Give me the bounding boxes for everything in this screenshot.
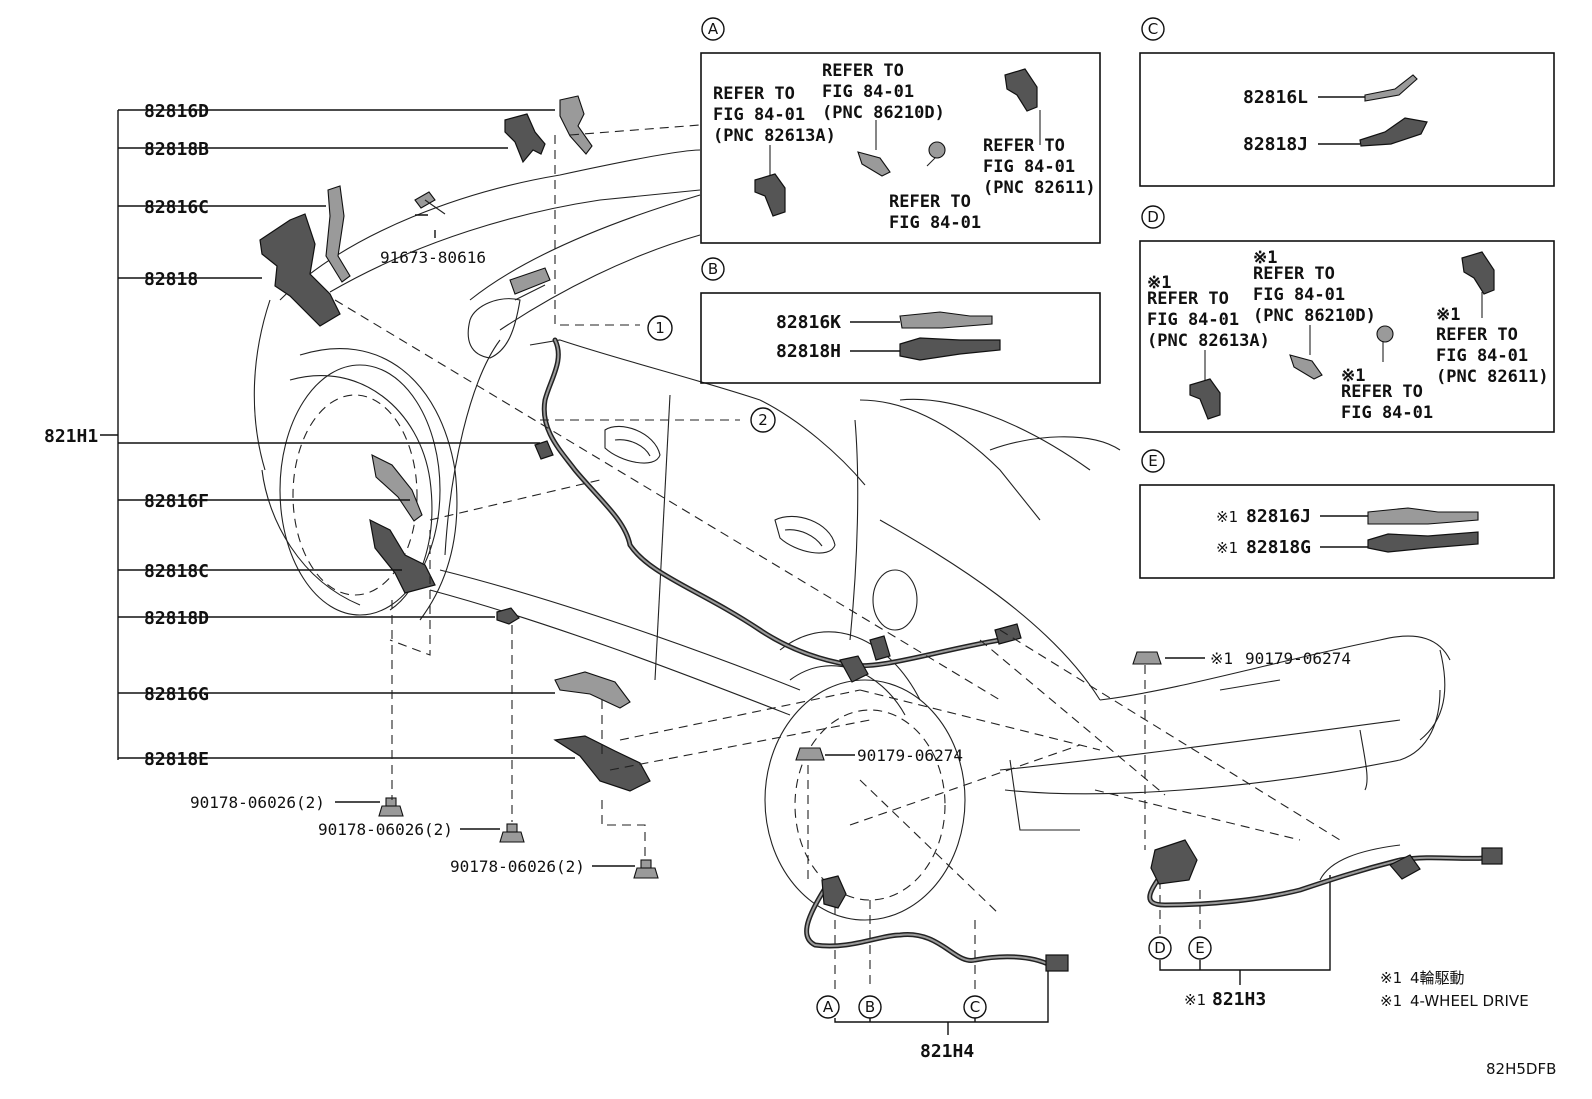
harness-821H3 [1147,839,1503,908]
svg-text:FIG 84-01: FIG 84-01 [822,82,914,102]
svg-text:FIG 84-01: FIG 84-01 [1147,310,1239,330]
svg-text:A: A [823,998,834,1016]
harness-labels: A B C 821H4 D E ※1 821H3 [816,936,1266,1062]
svg-text:※1: ※1 [1380,969,1402,987]
svg-text:FIG 84-01: FIG 84-01 [713,105,805,125]
svg-text:※1: ※1 [1253,248,1277,268]
svg-text:82816L: 82816L [1243,87,1308,108]
label-82816C: 82816C [144,197,209,218]
bolt-label: 91673-80616 [380,248,486,267]
svg-text:REFER TO: REFER TO [1436,325,1518,345]
svg-text:B: B [708,260,718,278]
panel-b: B 82816K 82818H [700,257,1101,384]
label-82816D: 82816D [144,101,209,122]
svg-text:REFER TO: REFER TO [1341,382,1423,402]
nut-rear-mark: ※1 [1210,649,1233,668]
callout-1: 1 [647,315,673,341]
svg-text:A: A [708,20,719,38]
svg-text:REFER TO: REFER TO [889,192,971,212]
svg-text:4輪駆動: 4輪駆動 [1410,969,1465,987]
svg-text:(PNC 82611): (PNC 82611) [1436,367,1549,387]
label-82818: 82818 [144,269,198,290]
svg-text:821H4: 821H4 [920,1041,974,1062]
label-82818D: 82818D [144,608,209,629]
svg-text:D: D [1154,939,1166,957]
svg-text:FIG 84-01: FIG 84-01 [983,157,1075,177]
svg-text:※1: ※1 [1380,992,1402,1010]
panel-a: A REFER TO FIG 84-01 (PNC 82613A) REFER … [700,17,1101,244]
nut-rear-label: 90179-06274 [1245,649,1351,668]
label-82816G: 82816G [144,684,209,705]
svg-text:(PNC 86210D): (PNC 86210D) [1253,306,1376,326]
label-82818C: 82818C [144,561,209,582]
svg-text:(PNC 82613A): (PNC 82613A) [1147,331,1270,351]
svg-text:FIG 84-01: FIG 84-01 [1341,403,1433,423]
callout-2: 2 [750,407,776,433]
left-labels: 82816D 82818B 82816C 82818 821H1 82816F … [44,101,1351,876]
svg-text:82818G: 82818G [1246,537,1311,558]
svg-text:REFER TO: REFER TO [713,84,795,104]
svg-text:C: C [1148,20,1158,38]
svg-text:1: 1 [655,319,665,337]
svg-text:※1: ※1 [1341,366,1365,386]
svg-text:821H3: 821H3 [1212,989,1266,1010]
svg-text:B: B [865,998,875,1016]
svg-text:REFER TO: REFER TO [1147,289,1229,309]
svg-text:E: E [1195,939,1204,957]
svg-text:※1: ※1 [1216,539,1238,557]
vehicle-outline [253,149,1451,921]
svg-text:E: E [1148,452,1157,470]
svg-text:D: D [1147,208,1159,226]
svg-text:FIG 84-01: FIG 84-01 [889,213,981,233]
svg-text:※1: ※1 [1216,508,1238,526]
svg-text:82816K: 82816K [776,312,841,333]
label-82818B: 82818B [144,139,209,160]
svg-text:※1: ※1 [1184,991,1206,1009]
clip-label-1: 90178-06026(2) [190,793,325,812]
panel-d: D ※1 REFER TO FIG 84-01 (PNC 82613A) ※1 … [1139,205,1555,433]
svg-text:82818J: 82818J [1243,134,1308,155]
panel-c: C 82816L 82818J [1139,17,1555,187]
footnote: ※1 4輪駆動 ※1 4-WHEEL DRIVE 82H5DFB [1380,969,1556,1078]
svg-text:※1: ※1 [1436,305,1460,325]
label-82818E: 82818E [144,749,209,770]
clip-label-2: 90178-06026(2) [318,820,453,839]
svg-text:(PNC 82611): (PNC 82611) [983,178,1096,198]
left-parts [259,95,1162,879]
svg-text:82816J: 82816J [1246,506,1311,527]
svg-text:82818H: 82818H [776,341,841,362]
svg-text:REFER TO: REFER TO [983,136,1065,156]
nut-front-label: 90179-06274 [857,746,963,765]
svg-text:C: C [970,998,980,1016]
harness-821H4 [804,875,1069,972]
panel-e: E ※1 82816J ※1 82818G [1139,449,1555,579]
svg-text:FIG 84-01: FIG 84-01 [1436,346,1528,366]
leader-lines [100,109,1341,1035]
svg-text:4-WHEEL DRIVE: 4-WHEEL DRIVE [1410,992,1529,1010]
label-821H1: 821H1 [44,426,98,447]
svg-text:REFER TO: REFER TO [1253,264,1335,284]
clip-label-3: 90178-06026(2) [450,857,585,876]
svg-text:FIG 84-01: FIG 84-01 [1253,285,1345,305]
svg-text:(PNC 86210D): (PNC 86210D) [822,103,945,123]
svg-text:2: 2 [758,411,768,429]
diagram-code: 82H5DFB [1486,1060,1556,1078]
svg-text:※1: ※1 [1147,273,1171,293]
body-harness [509,267,1022,683]
svg-text:REFER TO: REFER TO [822,61,904,81]
svg-text:(PNC 82613A): (PNC 82613A) [713,126,836,146]
label-82816F: 82816F [144,491,209,512]
